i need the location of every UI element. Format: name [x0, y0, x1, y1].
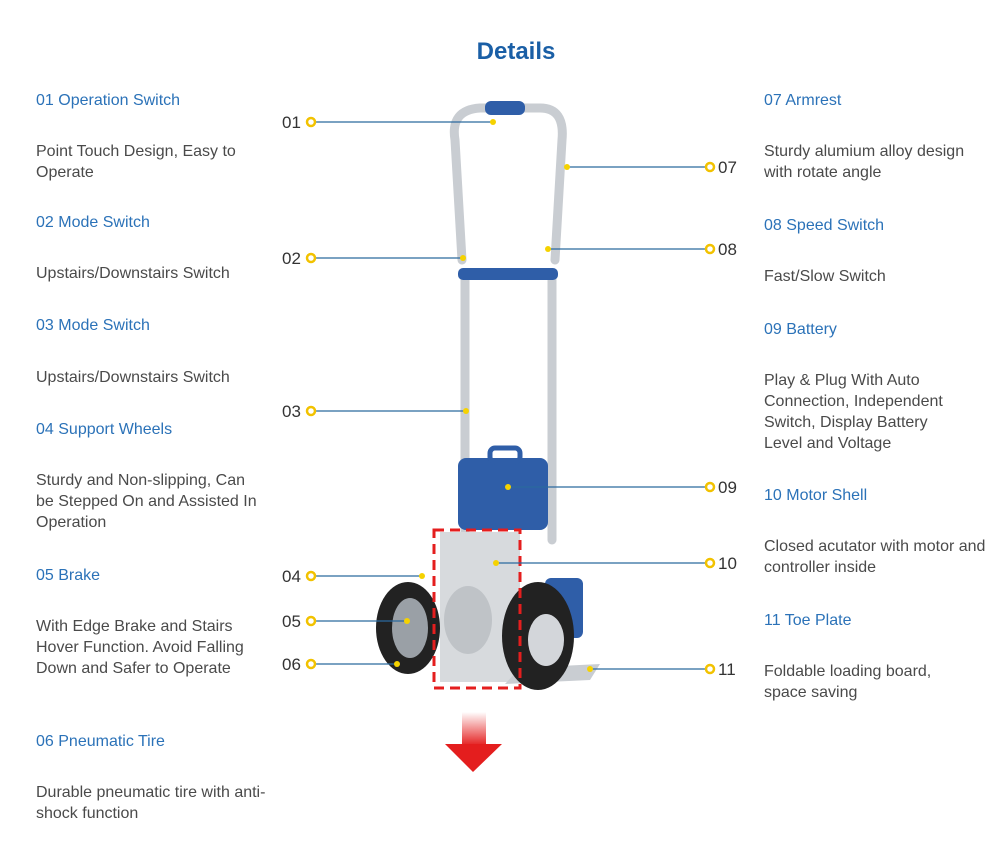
feature-desc: Durable pneumatic tire with anti-shock f… [36, 784, 266, 822]
highlight-box [432, 528, 522, 690]
callout-number: 07 [718, 158, 737, 177]
feature-title: 09 Battery [764, 321, 837, 338]
callout-number: 04 [282, 567, 301, 586]
callouts [315, 121, 706, 670]
feature-title: 01 Operation Switch [36, 92, 181, 109]
callout-number: 08 [718, 240, 737, 259]
callout-number: 05 [282, 612, 301, 631]
feature-desc: Play & Plug With Auto Connection, Indepe… [764, 372, 943, 452]
handle-grip [485, 101, 525, 115]
feature-desc: With Edge Brake and Stairs Hover Functio… [36, 618, 244, 677]
feature-desc: Foldable loading board, space saving [764, 663, 932, 701]
feature-title: 02 Mode Switch [36, 214, 150, 231]
callout-number: 02 [282, 249, 301, 268]
feature-title: 10 Motor Shell [764, 487, 868, 504]
down-arrow-icon [445, 712, 502, 772]
feature-title: 05 Brake [36, 567, 101, 584]
callout-number: 03 [282, 402, 301, 421]
feature-desc: Sturdy and Non-slipping, Can be Stepped … [36, 472, 257, 531]
callout-number: 10 [718, 554, 737, 573]
feature-desc: Upstairs/Downstairs Switch [36, 369, 230, 386]
callout-number: 09 [718, 478, 737, 497]
point-dots [394, 119, 593, 672]
feature-title: 08 Speed Switch [764, 217, 885, 234]
callout-number: 11 [718, 660, 736, 679]
callout-number: 06 [282, 655, 301, 674]
feature-desc: Fast/Slow Switch [764, 268, 886, 285]
page-title: Details [476, 38, 556, 65]
feature-title: 04 Support Wheels [36, 421, 173, 438]
callout-number: 01 [282, 113, 301, 132]
feature-desc: Upstairs/Downstairs Switch [36, 265, 230, 282]
feature-desc: Sturdy alumium alloy design with rotate … [764, 143, 965, 181]
feature-desc: Closed acutator with motor and controlle… [764, 538, 986, 576]
feature-title: 03 Mode Switch [36, 317, 150, 334]
feature-title: 07 Armrest [764, 92, 842, 109]
crossbar [458, 268, 558, 280]
battery-box [458, 458, 548, 530]
marker-dots [305, 116, 716, 675]
feature-title: 11 Toe Plate [764, 612, 852, 629]
feature-title: 06 Pneumatic Tire [36, 733, 165, 750]
feature-desc: Point Touch Design, Easy to Operate [36, 143, 236, 181]
